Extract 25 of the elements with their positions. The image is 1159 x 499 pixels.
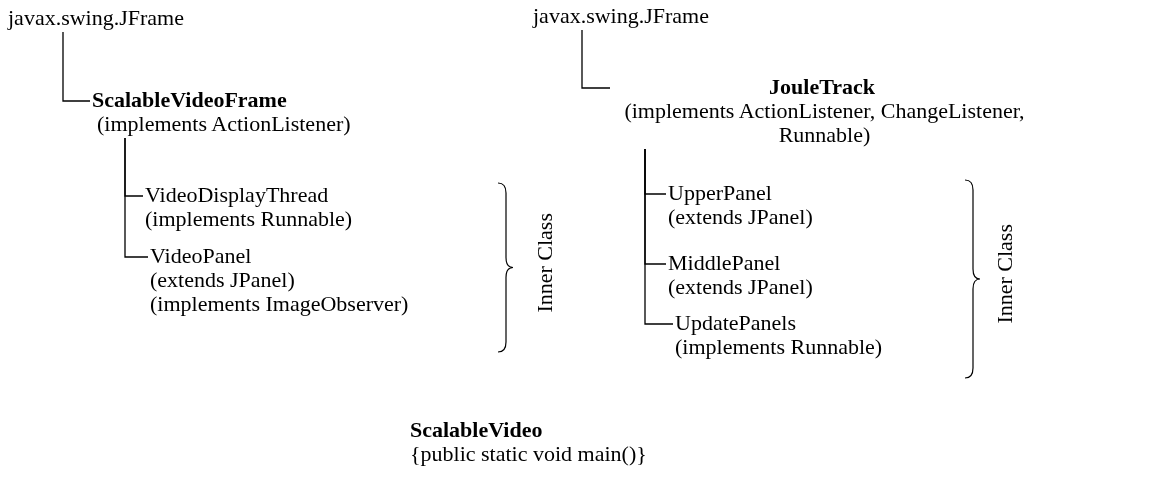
class-text: (implements ActionListener) xyxy=(97,112,351,136)
class-text: (extends JPanel) xyxy=(668,205,813,229)
class-text: UpperPanel xyxy=(668,181,773,205)
tree-line xyxy=(62,31,91,102)
class-text: UpdatePanels xyxy=(675,311,797,335)
class-text: VideoPanel xyxy=(150,244,253,268)
class-text: (extends JPanel) xyxy=(150,268,296,292)
group-label: Inner Class xyxy=(533,212,557,313)
class-text: (implements ImageObserver) xyxy=(150,292,409,316)
class-text: {public static void main()} xyxy=(410,442,647,466)
class-text: javax.swing.JFrame xyxy=(8,6,184,30)
class-text: VideoDisplayThread xyxy=(145,183,330,207)
class-text: javax.swing.JFrame xyxy=(533,4,709,28)
tree-line xyxy=(124,137,149,258)
tree-line xyxy=(581,29,611,89)
class-text: (implements Runnable) xyxy=(145,207,353,231)
tree-line xyxy=(644,148,674,325)
class-name: JouleTrack xyxy=(768,75,876,99)
class-text: MiddlePanel xyxy=(668,251,782,275)
class-text: (implements Runnable) xyxy=(675,335,883,359)
class-text: (implements ActionListener, ChangeListener, Runnable) xyxy=(623,99,1026,147)
class-name: ScalableVideoFrame xyxy=(92,88,288,112)
class-text: (extends JPanel) xyxy=(668,275,813,299)
group-label: Inner Class xyxy=(993,224,1017,324)
class-name: ScalableVideo xyxy=(410,418,544,442)
